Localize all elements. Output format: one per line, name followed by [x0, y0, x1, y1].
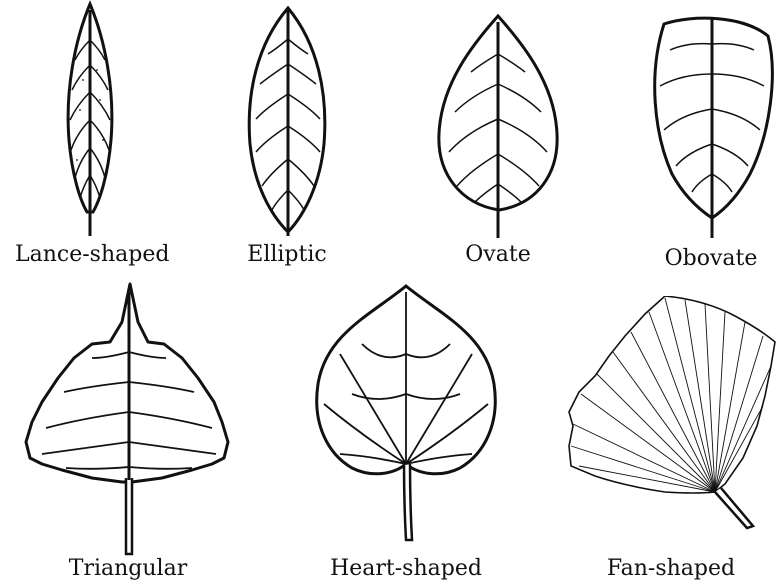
obovate-label: Obovate: [648, 248, 774, 270]
elliptic-leaf-icon: [240, 4, 335, 240]
heart-shaped-leaf-icon: [310, 284, 502, 546]
elliptic-label: Elliptic: [222, 244, 352, 266]
ovate-leaf-icon: [433, 14, 563, 240]
ovate-label: Ovate: [443, 244, 553, 266]
triangular-label: Triangular: [58, 558, 198, 580]
heart-shaped-label: Heart-shaped: [322, 558, 490, 580]
lance-shaped-label: Lance-shaped: [15, 244, 165, 266]
fan-shaped-label: Fan-shaped: [596, 558, 746, 580]
triangular-leaf-icon: [22, 282, 232, 558]
lance-shaped-leaf-icon: [45, 0, 135, 240]
obovate-leaf-icon: [644, 14, 779, 240]
fan-shaped-leaf-icon: [565, 296, 779, 532]
